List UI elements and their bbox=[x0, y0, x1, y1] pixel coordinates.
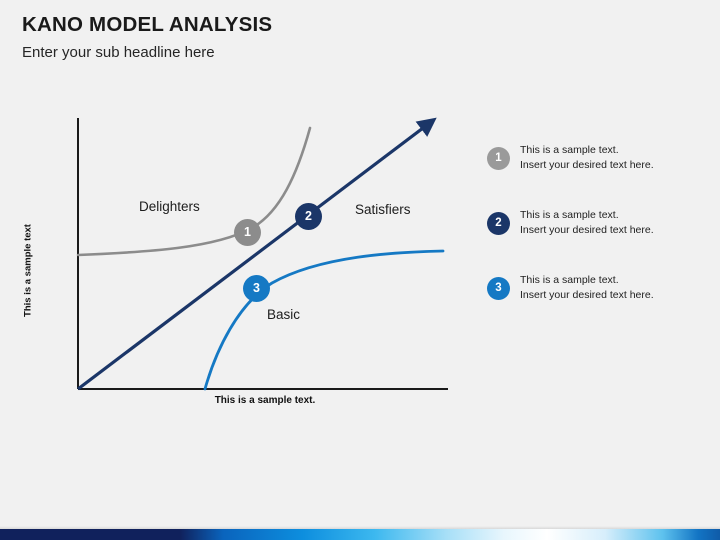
bottom-accent-bar bbox=[0, 529, 720, 540]
y-axis-label: This is a sample text bbox=[22, 224, 34, 317]
legend-text-2-line1: This is a sample text. bbox=[520, 209, 619, 221]
legend-item-1[interactable]: 1 This is a sample text. Insert your des… bbox=[487, 143, 707, 179]
legend: 1 This is a sample text. Insert your des… bbox=[487, 143, 707, 338]
legend-text-3-line1: This is a sample text. bbox=[520, 274, 619, 286]
legend-text-1-line2: Insert your desired text here. bbox=[520, 158, 654, 171]
chart-marker-3[interactable]: 3 bbox=[243, 275, 270, 302]
curve-label-satisfiers: Satisfiers bbox=[355, 202, 411, 217]
legend-item-2[interactable]: 2 This is a sample text. Insert your des… bbox=[487, 208, 707, 244]
legend-text-2-line2: Insert your desired text here. bbox=[520, 223, 654, 236]
legend-text-3-line2: Insert your desired text here. bbox=[520, 288, 654, 301]
satisfiers-line bbox=[77, 117, 437, 391]
bottom-bar-shadow bbox=[0, 526, 720, 529]
chart-marker-2[interactable]: 2 bbox=[295, 203, 322, 230]
delighters-curve bbox=[76, 126, 312, 257]
legend-text-2: This is a sample text. Insert your desir… bbox=[520, 208, 654, 237]
curve-label-basic: Basic bbox=[267, 307, 301, 322]
legend-text-1: This is a sample text. Insert your desir… bbox=[520, 143, 654, 172]
basic-curve bbox=[203, 249, 445, 391]
slide-header: KANO MODEL ANALYSIS Enter your sub headl… bbox=[22, 13, 542, 61]
page-title: KANO MODEL ANALYSIS bbox=[22, 13, 273, 36]
page-subtitle: Enter your sub headline here bbox=[22, 43, 215, 61]
chart-canvas bbox=[76, 117, 448, 391]
legend-item-3[interactable]: 3 This is a sample text. Insert your des… bbox=[487, 273, 707, 309]
x-axis-label: This is a sample text. bbox=[214, 395, 316, 406]
legend-badge-2[interactable]: 2 bbox=[487, 212, 510, 235]
legend-badge-1[interactable]: 1 bbox=[487, 147, 510, 170]
kano-chart: Delighters Satisfiers Basic This is a sa… bbox=[22, 117, 448, 406]
chart-marker-1[interactable]: 1 bbox=[234, 219, 261, 246]
curve-label-delighters: Delighters bbox=[139, 199, 200, 214]
legend-text-1-line1: This is a sample text. bbox=[520, 144, 619, 156]
legend-text-3: This is a sample text. Insert your desir… bbox=[520, 273, 654, 302]
legend-badge-3[interactable]: 3 bbox=[487, 277, 510, 300]
